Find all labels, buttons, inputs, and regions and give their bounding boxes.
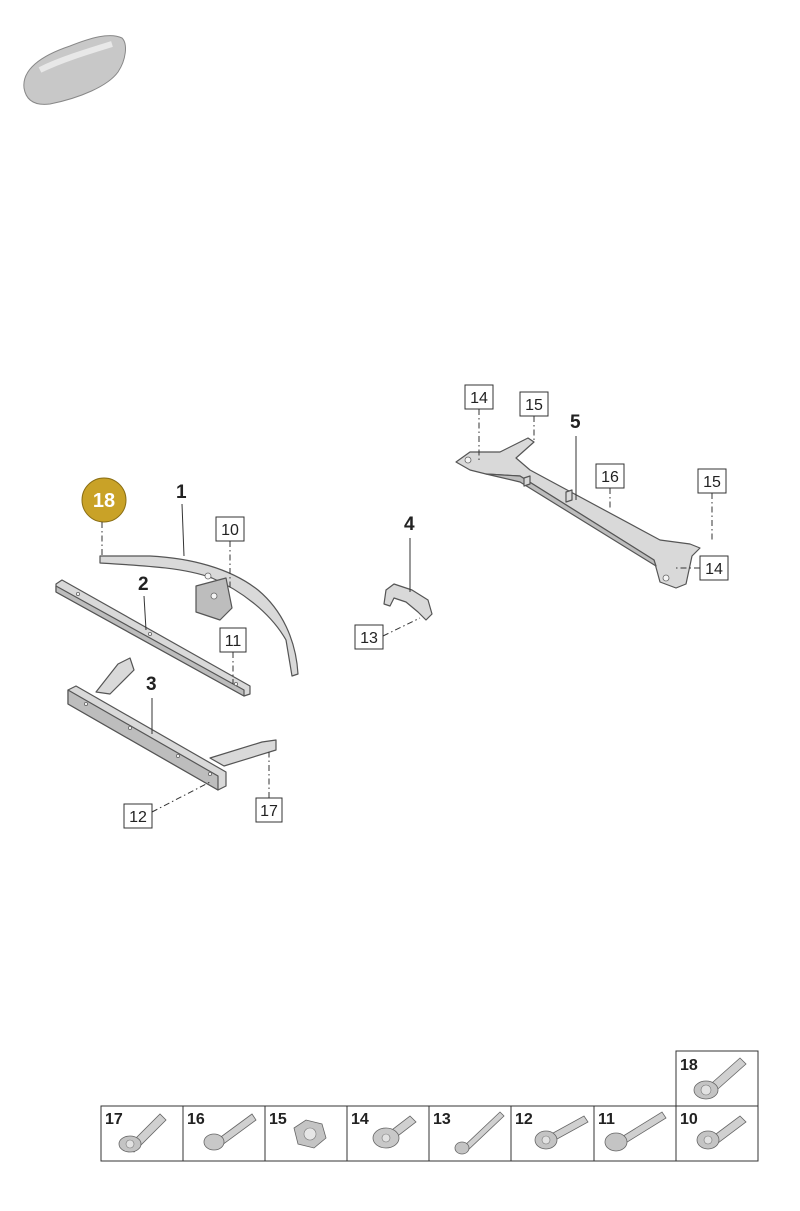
callout-14-right: 14 [705,561,723,578]
callout-10: 10 [221,522,239,539]
part-5-cross-member[interactable] [455,437,701,589]
callout-15-right: 15 [703,474,721,491]
bolt-17-icon [118,1113,167,1153]
legend-cell-16-number: 16 [187,1111,205,1128]
highlight-badge[interactable]: 18 [81,477,127,523]
legend-cell-10-number: 10 [680,1111,698,1128]
part-1-curved-bar[interactable] [99,555,299,677]
bolt-10-icon [696,1115,747,1150]
highlight-number: 18 [93,490,115,512]
part-label-1: 1 [176,482,187,503]
part-label-5: 5 [570,412,581,433]
legend-cell-18-number: 18 [680,1057,698,1074]
legend-cell-13-number: 13 [433,1111,451,1128]
callout-12: 12 [129,809,147,826]
part-label-3: 3 [146,674,157,695]
legend-cell-14-number: 14 [351,1111,369,1128]
part-label-2: 2 [138,574,149,595]
bolt-11-icon [604,1111,667,1152]
part-4-small-bracket[interactable] [383,583,433,621]
legend-cell-15-number: 15 [269,1111,287,1128]
part-label-4: 4 [404,514,415,535]
callout-15-top: 15 [525,397,543,414]
part-2-straight-bar[interactable] [55,579,251,697]
callout-14-top: 14 [470,390,488,407]
car-thumbnail-icon [23,35,126,105]
callout-17: 17 [260,803,278,820]
callout-13: 13 [360,630,378,647]
legend-cell-11-number: 11 [598,1111,615,1128]
fastener-legend: 18 17 16 15 14 13 12 11 10 [100,1050,759,1162]
bolt-16-icon [203,1113,257,1151]
legend-cell-17-number: 17 [105,1111,123,1128]
bolt-14-icon [372,1115,417,1149]
callout-11: 11 [225,633,242,650]
callout-16: 16 [601,469,619,486]
bolt-18-icon [693,1057,747,1100]
bolt-12-icon [534,1115,589,1150]
legend-cell-12-number: 12 [515,1111,533,1128]
part-3-bracket-bar[interactable] [67,657,277,791]
nut-15-icon [293,1119,327,1149]
bolt-13-icon [454,1111,505,1155]
